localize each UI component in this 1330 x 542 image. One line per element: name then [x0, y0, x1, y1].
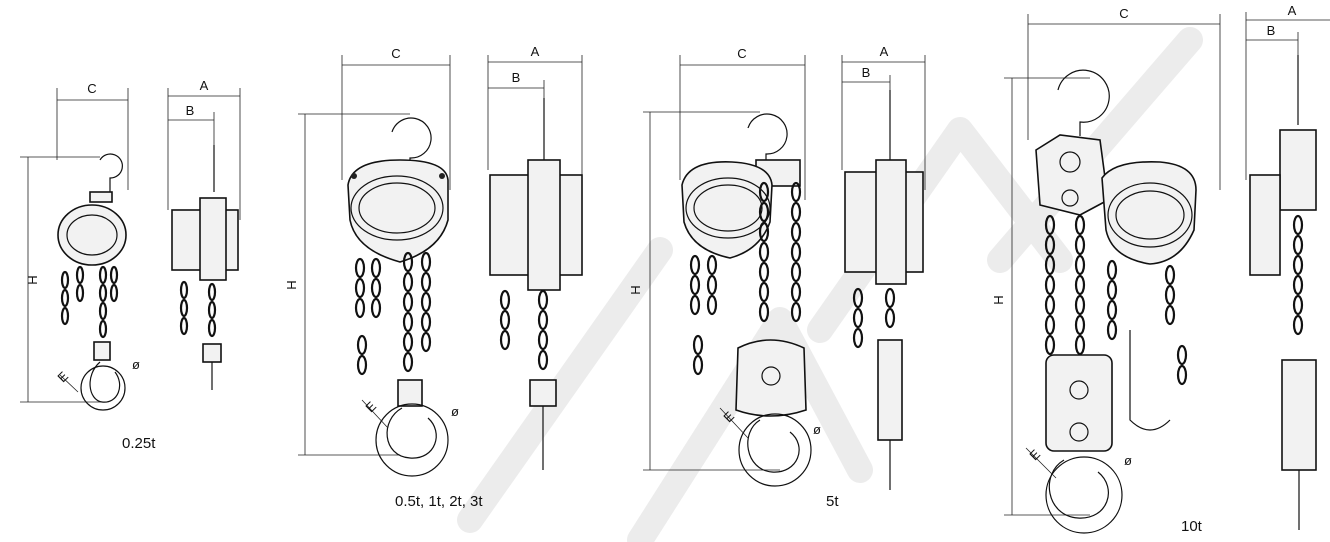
- dim-a-label: A: [531, 44, 540, 59]
- gear-housing: [1249, 174, 1281, 276]
- dim-b-label: B: [512, 70, 521, 85]
- side-view: [1249, 55, 1317, 530]
- bottom-hook: [1048, 459, 1109, 519]
- figure-0-25t: C A B H: [20, 78, 241, 452]
- hand-wheel-housing: [347, 159, 449, 263]
- load-block: [1045, 354, 1113, 452]
- dim-h-group: H: [20, 156, 105, 403]
- front-view: E ø: [54, 153, 140, 411]
- top-block-plate: [1035, 134, 1109, 216]
- dim-c-label: C: [87, 81, 96, 96]
- watermark: [457, 27, 1203, 542]
- hand-wheel-housing: [681, 161, 773, 259]
- load-block: [397, 379, 423, 407]
- dim-b-label: B: [1267, 23, 1276, 38]
- dim-phi-label: ø: [132, 357, 140, 372]
- figure-0-5t-3t: C A B H: [284, 44, 583, 510]
- dim-b-label: B: [186, 103, 195, 118]
- top-hook: [391, 117, 432, 170]
- dim-h-label: H: [25, 275, 40, 284]
- dim-a-label: A: [1288, 3, 1297, 18]
- dim-a-b-group: A B: [167, 78, 241, 220]
- hook-block: [89, 191, 113, 203]
- dim-e-label: E: [54, 368, 71, 385]
- dim-h-group: H: [991, 77, 1090, 516]
- dim-c-label: C: [391, 46, 400, 61]
- figure-10t: C A B H: [991, 3, 1330, 535]
- bottom-hook: [89, 361, 121, 403]
- front-view: E ø: [681, 113, 821, 487]
- dim-e-label: E: [362, 398, 379, 415]
- dim-c-label: C: [737, 46, 746, 61]
- dim-a-label: A: [200, 78, 209, 93]
- dim-phi-label: ø: [813, 422, 821, 437]
- side-view: [844, 90, 924, 490]
- front-view: E ø: [347, 117, 459, 477]
- capacity-caption: 0.5t, 1t, 2t, 3t: [395, 493, 483, 510]
- top-hook: [99, 153, 123, 192]
- front-view: E ø: [1025, 69, 1197, 534]
- dim-h-group: H: [284, 113, 410, 456]
- dim-c-group: C: [679, 46, 806, 200]
- bottom-hook: [747, 419, 800, 473]
- top-hook: [747, 113, 788, 166]
- dim-phi-label: ø: [1124, 453, 1132, 468]
- figure-5t: C A B H: [628, 44, 926, 510]
- dim-b-label: B: [862, 65, 871, 80]
- load-block: [735, 339, 807, 417]
- dim-h-label: H: [991, 295, 1006, 304]
- dim-a-label: A: [880, 44, 889, 59]
- dim-c-group: C: [56, 81, 129, 190]
- side-view: [489, 98, 583, 470]
- dim-c-label: C: [1119, 6, 1128, 21]
- side-view: [171, 145, 239, 390]
- capacity-caption: 0.25t: [122, 435, 156, 452]
- dim-c-group: C: [341, 46, 451, 190]
- capacity-caption: 10t: [1181, 518, 1203, 535]
- load-block: [93, 341, 111, 361]
- dim-h-label: H: [628, 285, 643, 294]
- dim-e-label: E: [1026, 446, 1043, 463]
- capacity-caption: 5t: [826, 493, 839, 510]
- dim-a-b-group: A B: [841, 44, 926, 190]
- hand-wheel-housing: [57, 204, 127, 266]
- bottom-hook: [386, 407, 437, 459]
- dim-c-group: C: [1027, 6, 1221, 190]
- top-hook: [1057, 69, 1110, 136]
- dim-h-label: H: [284, 280, 299, 289]
- dim-a-b-group: A B: [1245, 3, 1330, 180]
- dim-phi-label: ø: [451, 404, 459, 419]
- dim-h-group: H: [628, 111, 780, 471]
